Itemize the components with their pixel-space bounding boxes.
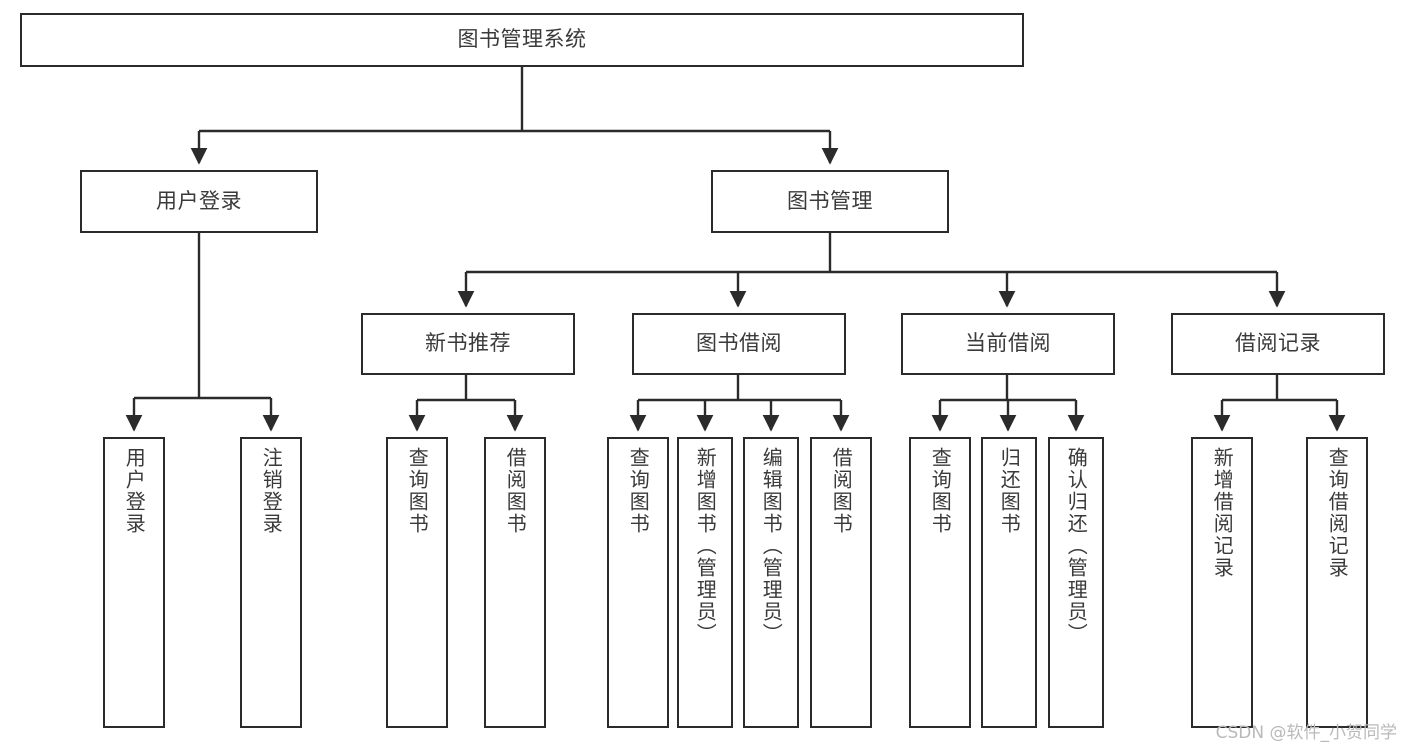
leaf-borrow-record-2[interactable]: 查询借阅记录 [1306,437,1368,728]
leaf-book-borrow-2-label: 新增图书（管理员） [693,447,718,645]
node-book-manage-label: 图书管理 [787,188,873,213]
leaf-current-borrow-2[interactable]: 归还图书 [981,437,1037,728]
leaf-book-borrow-1-label: 查询图书 [626,447,651,535]
leaf-book-borrow-1[interactable]: 查询图书 [607,437,669,728]
node-borrow-record[interactable]: 借阅记录 [1171,313,1385,375]
node-new-book-recommend[interactable]: 新书推荐 [361,313,575,375]
node-book-borrow-label: 图书借阅 [696,331,782,356]
leaf-new-book-2[interactable]: 借阅图书 [484,437,546,728]
node-current-borrow-label: 当前借阅 [965,331,1051,356]
leaf-book-borrow-4-label: 借阅图书 [829,447,854,535]
leaf-current-borrow-1-label: 查询图书 [928,447,953,535]
node-root[interactable]: 图书管理系统 [20,13,1024,67]
node-user-login[interactable]: 用户登录 [80,170,318,233]
leaf-book-borrow-3[interactable]: 编辑图书（管理员） [743,437,799,728]
leaf-current-borrow-3[interactable]: 确认归还（管理员） [1048,437,1104,728]
leaf-book-borrow-2[interactable]: 新增图书（管理员） [677,437,733,728]
leaf-new-book-1-label: 查询图书 [405,447,430,535]
node-user-login-label: 用户登录 [156,188,242,213]
leaf-borrow-record-1-label: 新增借阅记录 [1210,447,1235,579]
leaf-current-borrow-1[interactable]: 查询图书 [909,437,971,728]
node-new-book-recommend-label: 新书推荐 [425,331,511,356]
node-borrow-record-label: 借阅记录 [1235,331,1321,356]
leaf-current-borrow-2-label: 归还图书 [997,447,1022,535]
leaf-user-login-1[interactable]: 用户登录 [103,437,165,728]
node-current-borrow[interactable]: 当前借阅 [901,313,1115,375]
node-book-manage[interactable]: 图书管理 [711,170,949,233]
node-book-borrow[interactable]: 图书借阅 [632,313,846,375]
leaf-current-borrow-3-label: 确认归还（管理员） [1064,447,1089,645]
leaf-user-login-1-label: 用户登录 [122,447,147,535]
leaf-user-login-2-label: 注销登录 [259,447,284,535]
csdn-watermark: CSDN @软件_小贺同学 [1215,723,1397,743]
leaf-book-borrow-4[interactable]: 借阅图书 [810,437,872,728]
leaf-borrow-record-2-label: 查询借阅记录 [1325,447,1350,579]
leaf-new-book-1[interactable]: 查询图书 [386,437,448,728]
leaf-user-login-2[interactable]: 注销登录 [240,437,302,728]
node-root-label: 图书管理系统 [457,27,587,52]
leaf-borrow-record-1[interactable]: 新增借阅记录 [1191,437,1253,728]
leaf-book-borrow-3-label: 编辑图书（管理员） [759,447,784,645]
leaf-new-book-2-label: 借阅图书 [503,447,528,535]
